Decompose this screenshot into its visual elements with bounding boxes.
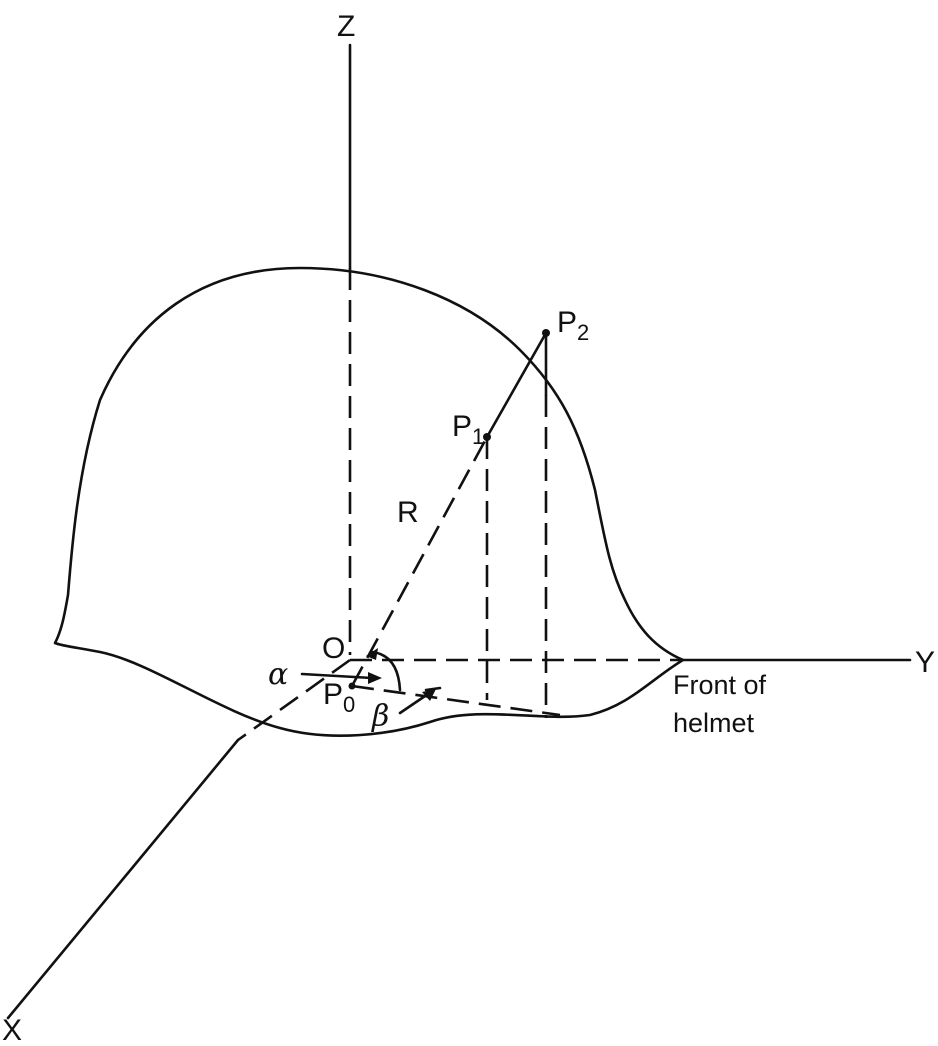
x-axis-dashed bbox=[237, 658, 351, 742]
beta-tick bbox=[424, 686, 442, 692]
point-p0 bbox=[348, 682, 356, 690]
radius-line-solid bbox=[485, 331, 548, 439]
beta-arrow bbox=[398, 692, 430, 715]
helmet-outline bbox=[53, 266, 685, 737]
p2-label: P2 bbox=[557, 306, 589, 345]
alpha-arrowhead bbox=[368, 672, 382, 684]
radius-line-dashed bbox=[350, 436, 489, 687]
p1-label: P1 bbox=[452, 410, 484, 449]
projection-line bbox=[351, 684, 561, 717]
radius-label: R bbox=[397, 496, 419, 529]
x-axis-solid bbox=[6, 738, 240, 1020]
point-p1 bbox=[483, 433, 491, 441]
y-axis-label: Y bbox=[915, 646, 935, 679]
z-axis-label: Z bbox=[337, 10, 355, 43]
beta-label: β bbox=[371, 699, 389, 734]
beta-arrowhead bbox=[422, 689, 436, 701]
alpha-arc-arrowhead bbox=[366, 648, 378, 660]
x-axis-label: X bbox=[2, 1014, 22, 1046]
alpha-label: α bbox=[268, 657, 288, 692]
front-note-line2: helmet bbox=[673, 708, 755, 738]
origin-label: O bbox=[322, 632, 345, 665]
p0-label: P0 bbox=[323, 678, 355, 717]
point-p2 bbox=[542, 329, 550, 337]
alpha-arrow bbox=[300, 672, 374, 680]
front-note-line1: Front of bbox=[673, 670, 767, 700]
